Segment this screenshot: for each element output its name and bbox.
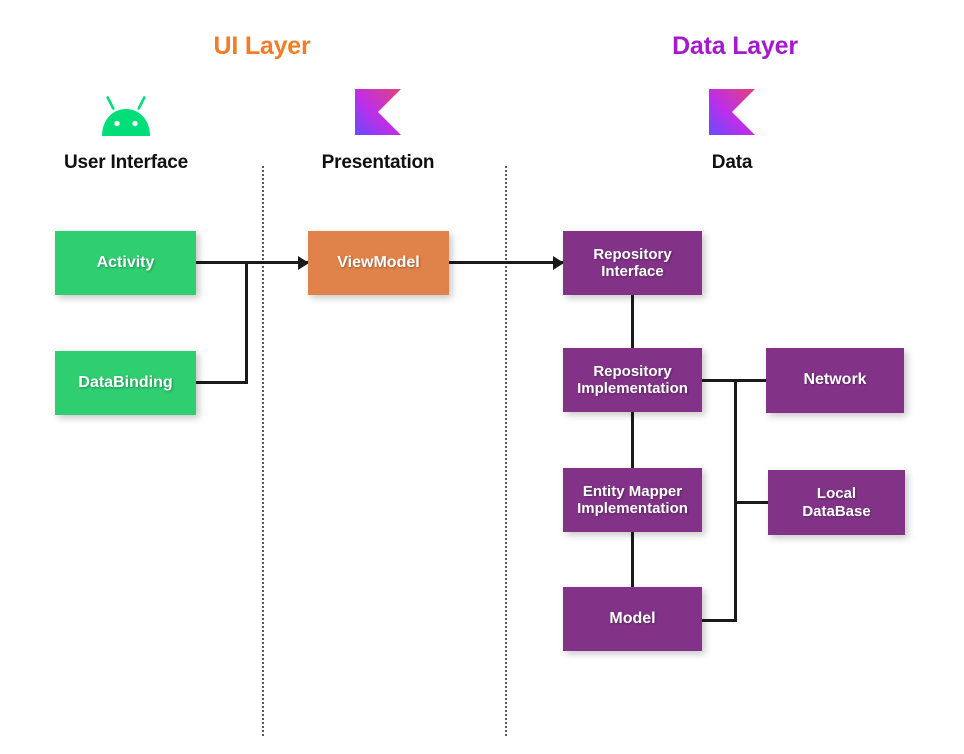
node-entity-mapper-implementation[interactable]: Entity Mapper Implementation: [563, 468, 702, 532]
node-viewmodel[interactable]: ViewModel: [308, 231, 449, 295]
node-repository-implementation[interactable]: Repository Implementation: [563, 348, 702, 412]
connector-bus-to-local-database: [734, 501, 768, 504]
layer-title-data: Data Layer: [672, 32, 798, 60]
node-viewmodel-label: ViewModel: [337, 253, 420, 271]
node-databinding[interactable]: DataBinding: [55, 351, 196, 415]
android-icon: [96, 92, 156, 138]
layer-divider-ui: [262, 166, 264, 736]
node-model[interactable]: Model: [563, 587, 702, 651]
connector-repository-interface-to-implementation: [631, 295, 634, 348]
node-network[interactable]: Network: [766, 348, 904, 413]
column-caption-data: Data: [711, 152, 753, 173]
connector-databinding-riser: [245, 261, 248, 384]
connector-databinding-horizontal: [196, 381, 248, 384]
connector-entity-mapper-to-model: [631, 532, 634, 587]
node-local-database[interactable]: Local DataBase: [768, 470, 905, 535]
node-databinding-label: DataBinding: [78, 373, 173, 391]
arrow-head-to-viewmodel: [298, 255, 309, 270]
column-caption-presentation: Presentation: [321, 152, 435, 173]
connector-data-source-bus: [734, 379, 737, 622]
connector-repository-implementation-to-entity-mapper: [631, 412, 634, 468]
connector-activity-to-viewmodel: [196, 261, 308, 264]
node-activity[interactable]: Activity: [55, 231, 196, 295]
connector-viewmodel-to-repository-interface: [449, 261, 563, 264]
node-activity-label: Activity: [96, 253, 155, 271]
arrow-head-to-repository-interface: [553, 255, 564, 270]
kotlin-icon: [709, 89, 755, 135]
connector-bus-to-model: [702, 619, 737, 622]
node-local-database-label: Local DataBase: [802, 485, 871, 520]
node-model-label: Model: [609, 609, 656, 627]
layer-title-ui: UI Layer: [213, 32, 311, 60]
node-network-label: Network: [803, 371, 867, 389]
node-repository-interface-label: Repository Interface: [593, 245, 672, 280]
node-entity-mapper-implementation-label: Entity Mapper Implementation: [577, 482, 688, 517]
column-caption-user-interface: User Interface: [64, 152, 188, 173]
layer-divider-data: [505, 166, 507, 736]
kotlin-icon: [355, 89, 401, 135]
node-repository-interface[interactable]: Repository Interface: [563, 231, 702, 295]
node-repository-implementation-label: Repository Implementation: [577, 362, 688, 397]
